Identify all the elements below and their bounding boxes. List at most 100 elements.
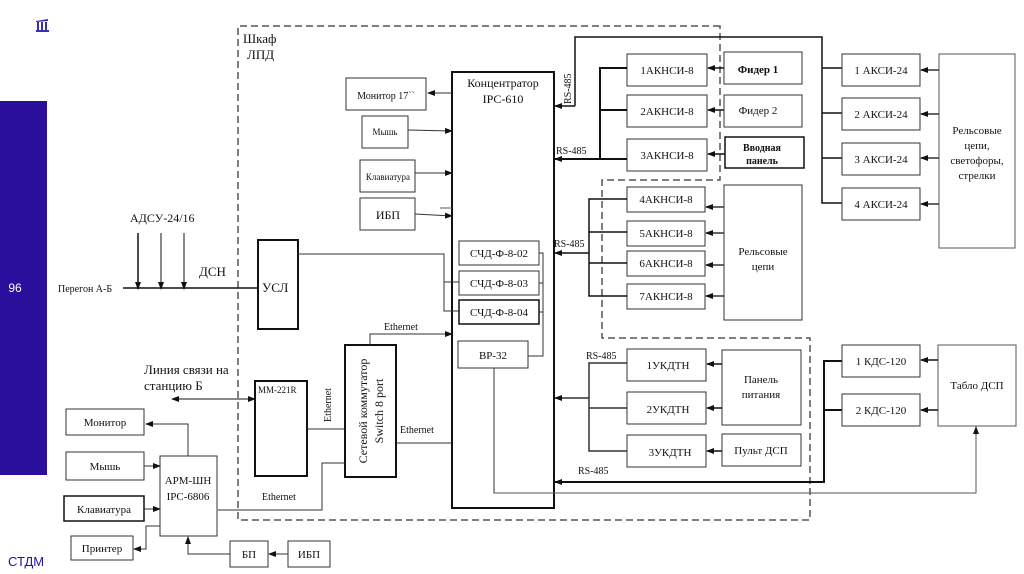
keyboard-label: Клавиатура [366, 172, 410, 182]
network-switch-box[interactable] [344, 344, 397, 478]
module-label: СЧД-Ф-8-03 [470, 278, 528, 290]
input-panel-box[interactable] [724, 136, 805, 169]
field-equipment-box[interactable] [938, 53, 1016, 249]
arm-mouse-box[interactable] [65, 451, 145, 481]
console-label: Пульт ДСП [734, 445, 787, 457]
ukdtn-box[interactable] [626, 434, 707, 468]
feeder2-box[interactable] [723, 94, 803, 128]
cabinet-lpd-outline [237, 25, 811, 521]
printer-box[interactable] [70, 535, 134, 561]
module-box[interactable] [458, 299, 540, 325]
module-label: СЧД-Ф-8-04 [470, 307, 528, 319]
aknsi-label: 6АКНСИ-8 [639, 258, 693, 270]
link-label-sub: станцию Б [144, 378, 203, 393]
slide-sidebar-bar [0, 101, 47, 475]
kds-box[interactable] [841, 393, 921, 427]
cabinet-label-sub: ЛПД [247, 47, 274, 62]
rs485-label: RS-485 [578, 466, 609, 477]
rail-circuits-box[interactable] [723, 184, 803, 321]
aknsi-label: 7АКНСИ-8 [639, 291, 693, 303]
tablo-dsp-box[interactable] [937, 344, 1017, 427]
aksi-label: 2 АКСИ-24 [854, 109, 908, 121]
module-label: СЧД-Ф-8-02 [470, 248, 528, 260]
aknsi-label: 2АКНСИ-8 [640, 106, 694, 118]
ukdtn-label: 1УКДТН [647, 360, 690, 372]
ethernet-label: Ethernet [400, 425, 434, 436]
concentrator-title: Концентратор [467, 76, 539, 90]
rail-circuits-label-sub: цепи [752, 261, 775, 273]
psu-label: БП [242, 549, 256, 561]
ukdtn-box[interactable] [626, 348, 707, 382]
usl-box[interactable] [257, 239, 299, 330]
aknsi-box[interactable] [626, 53, 708, 87]
arm-ups-box[interactable] [287, 540, 331, 568]
arm-keyboard-box[interactable] [63, 495, 145, 522]
rs485-label: RS-485 [556, 146, 587, 157]
aknsi-box[interactable] [626, 138, 708, 172]
input-panel-label: Вводная [743, 143, 782, 154]
printer-label: Принтер [82, 543, 123, 555]
kds-label: 1 КДС-120 [856, 356, 907, 368]
mouse-box[interactable] [361, 115, 409, 149]
tablo-dsp-label: Табло ДСП [950, 380, 1003, 392]
ukdtn-label: 2УКДТН [647, 404, 690, 416]
switch-label: Сетевой коммутатор [356, 359, 370, 464]
ups-label: ИБП [376, 208, 401, 222]
console-box[interactable] [721, 433, 802, 467]
kds-label: 2 КДС-120 [856, 405, 907, 417]
field-label-2: цепи, [964, 140, 990, 152]
rs485-label: RS-485 [554, 239, 585, 250]
aknsi-label: 1АКНСИ-8 [640, 65, 694, 77]
aksi-group: 1 АКСИ-24 2 АКСИ-24 3 АКСИ-24 4 АКСИ-24 [841, 53, 921, 221]
concentrator-modules: СЧД-Ф-8-02 СЧД-Ф-8-03 СЧД-Ф-8-04 ВР-32 [457, 240, 540, 369]
ethernet-label: Ethernet [262, 492, 296, 503]
power-panel-label-sub: питания [742, 389, 780, 401]
mouse-label: Мышь [372, 127, 397, 137]
module-box[interactable] [458, 270, 540, 296]
rs485-label: RS-485 [563, 73, 574, 104]
ukdtn-group: 1УКДТН 2УКДТН 3УКДТН [626, 348, 707, 468]
field-label: Рельсовые [952, 125, 1001, 137]
feeder2-label: Фидер 2 [739, 105, 778, 117]
input-panel-label-sub: панель [746, 156, 779, 167]
building-icon [36, 19, 49, 32]
aksi-box[interactable] [841, 53, 921, 87]
arm-monitor-box[interactable] [65, 408, 145, 436]
arm-mouse-label: Мышь [90, 461, 121, 473]
aknsi-box[interactable] [626, 94, 708, 128]
rs485-label: RS-485 [586, 351, 617, 362]
module-box[interactable] [457, 340, 529, 369]
arm-box[interactable] [159, 455, 218, 537]
power-panel-box[interactable] [721, 349, 802, 426]
arm-ups-label: ИБП [298, 549, 320, 561]
aknsi-label: 3АКНСИ-8 [640, 150, 694, 162]
kds-group: 1 КДС-120 2 КДС-120 [841, 344, 921, 427]
rail-circuits-label: Рельсовые [738, 246, 787, 258]
link-label: Линия связи на [144, 362, 229, 377]
aknsi-label: 5АКНСИ-8 [639, 228, 693, 240]
aknsi-bottom-group: 4АКНСИ-8 5АКНСИ-8 6АКНСИ-8 7АКНСИ-8 [626, 186, 706, 310]
ukdtn-label: 3УКДТН [649, 447, 692, 459]
aksi-box[interactable] [841, 187, 921, 221]
aknsi-top-group: 1АКНСИ-8 2АКНСИ-8 3АКНСИ-8 [626, 53, 708, 172]
arm-monitor-label: Монитор [84, 417, 127, 429]
ukdtn-box[interactable] [626, 391, 707, 425]
arm-label: АРМ-ШН [165, 475, 212, 487]
switch-model: Switch 8 port [372, 378, 386, 443]
aksi-label: 1 АКСИ-24 [854, 65, 908, 77]
arm-keyboard-label: Клавиатура [77, 504, 131, 516]
modem-box[interactable] [254, 380, 308, 477]
peregon-label: Перегон А-Б [58, 284, 112, 295]
feeder1-box[interactable] [723, 51, 803, 85]
keyboard-box[interactable] [359, 159, 416, 193]
module-label: ВР-32 [479, 350, 507, 362]
feeder1-label: Фидер 1 [738, 64, 779, 76]
aknsi-label: 4АКНСИ-8 [639, 194, 693, 206]
aksi-box[interactable] [841, 142, 921, 176]
ethernet-label: Ethernet [384, 322, 418, 333]
monitor17-box[interactable] [345, 77, 427, 111]
usl-label: УСЛ [262, 280, 289, 295]
adsu-label: АДСУ-24/16 [130, 211, 195, 225]
concentrator-model: IPC-610 [483, 92, 524, 106]
